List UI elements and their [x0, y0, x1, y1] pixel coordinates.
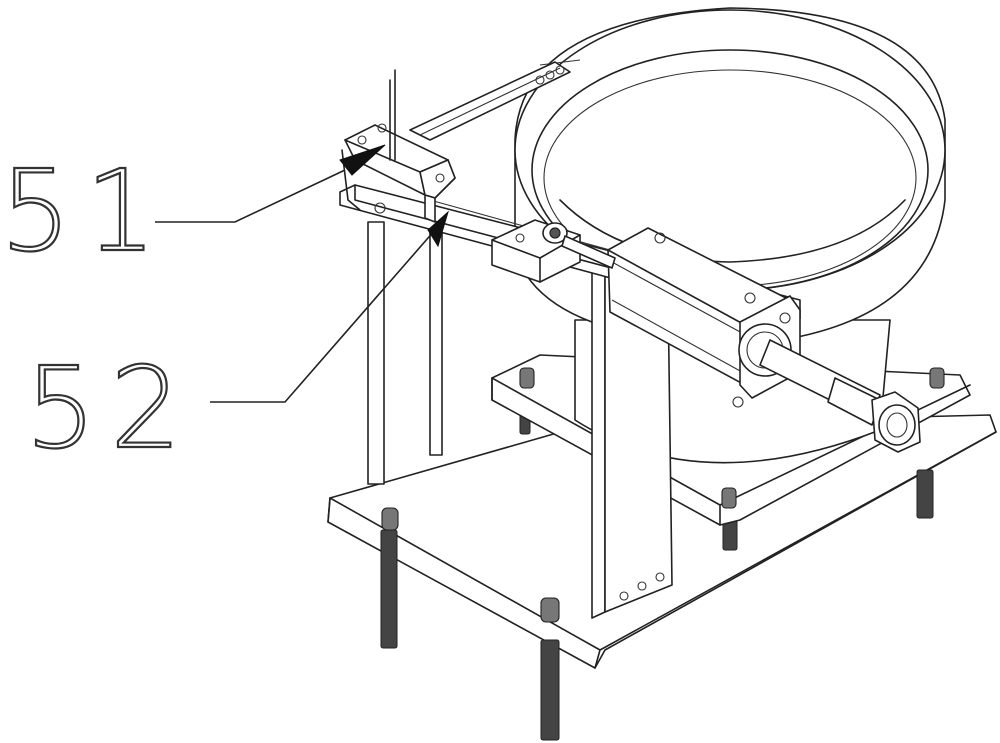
- leader-52: [210, 230, 435, 402]
- label-51: 51: [0, 147, 171, 277]
- callout-51: 51: [0, 145, 385, 277]
- leader-51: [155, 170, 345, 222]
- label-52: 52: [25, 344, 196, 474]
